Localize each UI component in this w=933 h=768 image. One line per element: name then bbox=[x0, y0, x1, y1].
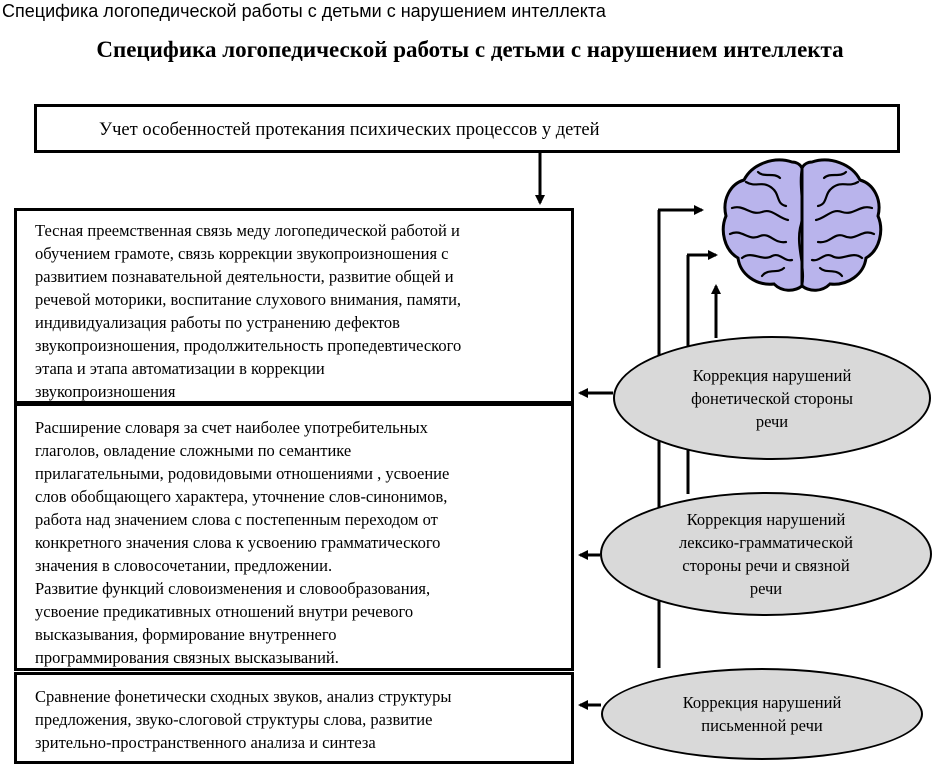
box2-line: прилагательными, родовидовыми отношениям… bbox=[35, 462, 563, 485]
box2-line: значения в словосочетании, предложении. bbox=[35, 554, 563, 577]
box2-line: слов обобщающего характера, уточнение сл… bbox=[35, 485, 563, 508]
box-phonetic-work: Тесная преемственная связь меду логопеди… bbox=[14, 208, 574, 404]
box1-line: развитием познавательной деятельности, р… bbox=[35, 265, 563, 288]
box1-line: индивидуализация работы по устранению де… bbox=[35, 311, 563, 334]
box2-line: Развитие функций словоизменения и словоо… bbox=[35, 577, 563, 600]
box2-line: работа над значением слова с постепенным… bbox=[35, 508, 563, 531]
ellipse2-line: лексико-грамматической bbox=[679, 531, 853, 554]
ellipse-lexical-correction: Коррекция нарушений лексико-грамматическ… bbox=[600, 492, 932, 616]
box3-line: Сравнение фонетически сходных звуков, ан… bbox=[35, 685, 563, 708]
box2-line: конкретного значения слова к усвоению гр… bbox=[35, 531, 563, 554]
ellipse2-line: речи bbox=[679, 577, 853, 600]
ellipse3-line: письменной речи bbox=[683, 714, 842, 737]
ellipse1-line: речи bbox=[691, 410, 853, 433]
box2-line: глаголов, овладение сложными по семантик… bbox=[35, 439, 563, 462]
box-lexical-work: Расширение словаря за счет наиболее упот… bbox=[14, 403, 574, 671]
ellipse3-line: Коррекция нарушений bbox=[683, 691, 842, 714]
box1-line: речевой моторики, воспитание слухового в… bbox=[35, 288, 563, 311]
box1-line: Тесная преемственная связь меду логопеди… bbox=[35, 219, 563, 242]
box1-line: обучением грамоте, связь коррекции звуко… bbox=[35, 242, 563, 265]
ellipse1-line: Коррекция нарушений bbox=[691, 364, 853, 387]
ellipse-phonetic-correction: Коррекция нарушений фонетической стороны… bbox=[613, 336, 931, 460]
box-written-work: Сравнение фонетически сходных звуков, ан… bbox=[14, 672, 574, 764]
box2-line: усвоение предикативных отношений внутри … bbox=[35, 600, 563, 623]
box2-line: Расширение словаря за счет наиболее упот… bbox=[35, 416, 563, 439]
box2-line: высказывания, формирование внутреннего bbox=[35, 623, 563, 646]
box1-line: звукопроизношения, продолжительность про… bbox=[35, 334, 563, 357]
box3-line: зрительно-пространственного анализа и си… bbox=[35, 731, 563, 754]
ellipse1-line: фонетической стороны bbox=[691, 387, 853, 410]
ellipse-written-correction: Коррекция нарушений письменной речи bbox=[601, 668, 923, 760]
ellipse2-line: стороны речи и связной bbox=[679, 554, 853, 577]
box1-line: звукопроизношения bbox=[35, 380, 563, 403]
box2-line: программирования связных высказываний. bbox=[35, 646, 563, 669]
ellipse2-line: Коррекция нарушений bbox=[679, 508, 853, 531]
top-box: Учет особенностей протекания психических… bbox=[34, 104, 900, 153]
box1-line: этапа и этапа автоматизации в коррекции bbox=[35, 357, 563, 380]
box3-line: предложения, звуко-слоговой структуры сл… bbox=[35, 708, 563, 731]
